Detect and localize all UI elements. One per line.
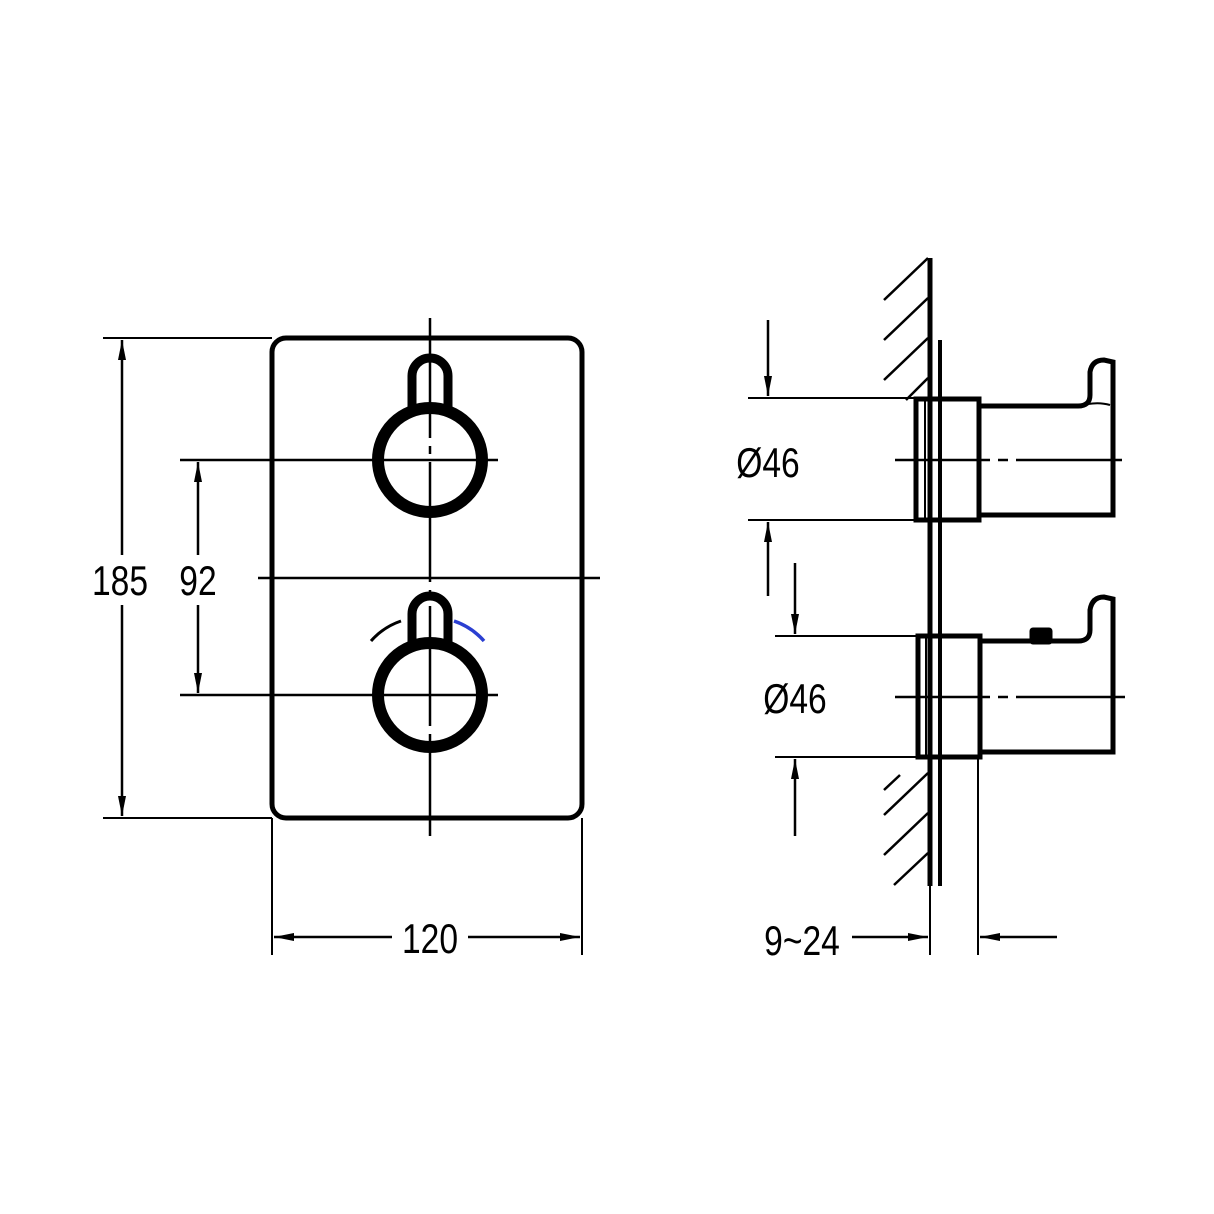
depth-label: 9~24 (764, 919, 840, 965)
spacing-label: 92 (179, 559, 216, 605)
lower-knob (372, 591, 488, 753)
upper-diameter-label: Ø46 (736, 441, 799, 487)
wall-hatching (883, 257, 929, 886)
lower-handle-side (895, 594, 1125, 760)
width-label: 120 (402, 917, 458, 963)
front-view (103, 318, 600, 955)
height-label: 185 (92, 559, 148, 605)
upper-handle-side (895, 357, 1122, 523)
lower-diameter-label: Ø46 (763, 677, 826, 723)
side-view (748, 257, 1125, 955)
temperature-stop-button (1029, 627, 1053, 645)
upper-knob (372, 353, 488, 518)
hot-indicator-arc (369, 619, 402, 643)
cold-indicator-arc (453, 619, 486, 643)
